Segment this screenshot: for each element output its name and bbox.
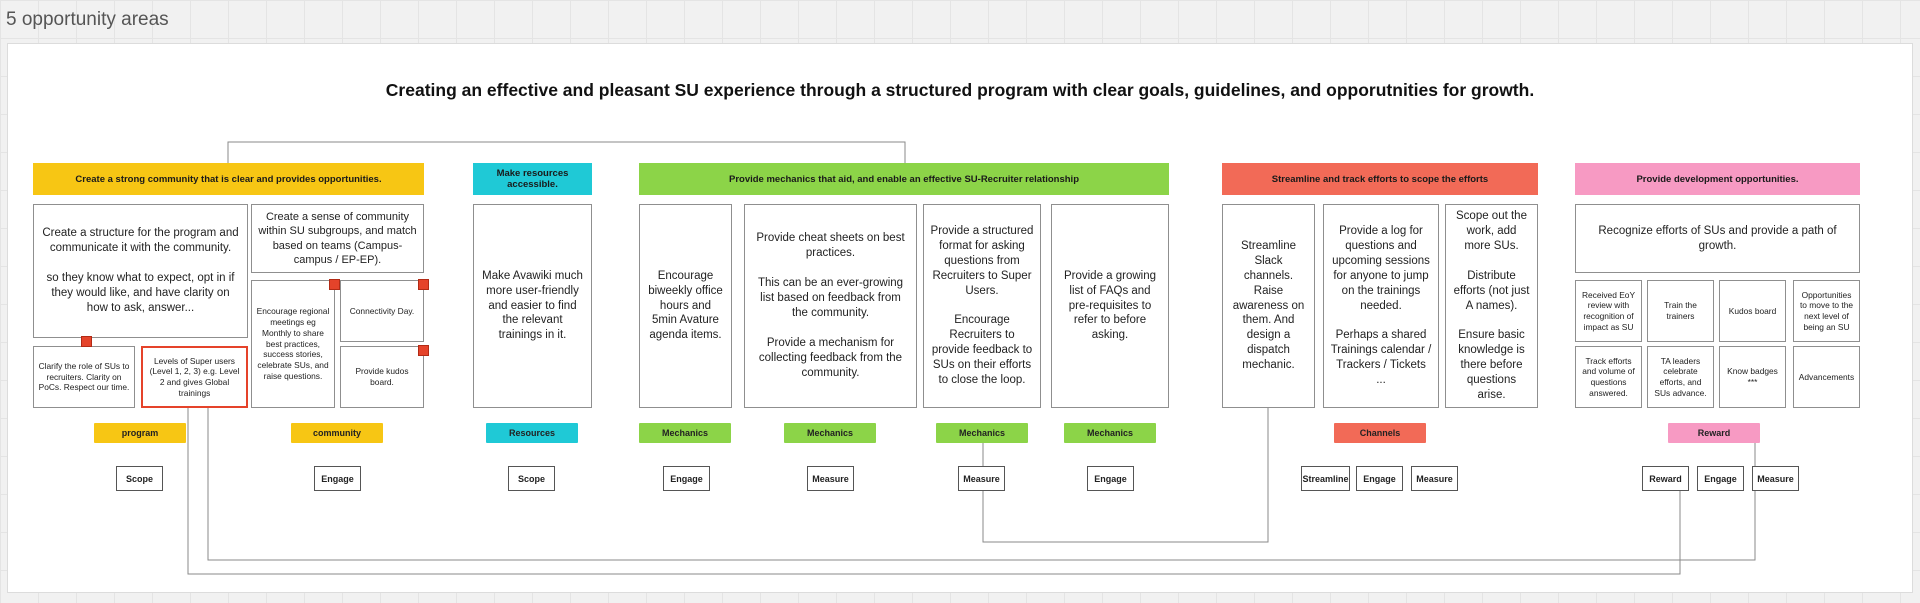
card-faqs[interactable]: Provide a growing list of FAQs and pre-r… bbox=[1051, 204, 1169, 408]
banner-mechanics[interactable]: Provide mechanics that aid, and enable a… bbox=[639, 163, 1169, 195]
connector-inner bbox=[207, 408, 1756, 561]
card-office-hours[interactable]: Encourage biweekly office hours and 5min… bbox=[639, 204, 732, 408]
highlight-marker bbox=[329, 279, 340, 290]
pill-measure[interactable]: Measure bbox=[1411, 466, 1458, 491]
card-recognize[interactable]: Recognize efforts of SUs and provide a p… bbox=[1575, 204, 1860, 273]
highlight-marker bbox=[418, 345, 429, 356]
card-levels[interactable]: Levels of Super users (Level 1, 2, 3) e.… bbox=[141, 346, 248, 408]
card-know-badges[interactable]: Know badges *** bbox=[1719, 346, 1786, 408]
pill-streamline[interactable]: Streamline bbox=[1301, 466, 1350, 491]
tag-mechanics[interactable]: Mechanics bbox=[639, 423, 731, 443]
pill-scope[interactable]: Scope bbox=[116, 466, 163, 491]
tag-reward[interactable]: Reward bbox=[1668, 423, 1760, 443]
connector-outer bbox=[187, 408, 1681, 575]
card-clarify-role[interactable]: Clarify the role of SUs to recruiters. C… bbox=[33, 346, 135, 408]
pill-engage[interactable]: Engage bbox=[1087, 466, 1134, 491]
card-kudos-board[interactable]: Provide kudos board. bbox=[340, 346, 424, 408]
pill-measure[interactable]: Measure bbox=[807, 466, 854, 491]
card-scope-work[interactable]: Scope out the work, add more SUs. Distri… bbox=[1445, 204, 1538, 408]
pill-engage[interactable]: Engage bbox=[1697, 466, 1744, 491]
tag-program[interactable]: program bbox=[94, 423, 186, 443]
card-next-level[interactable]: Opportunities to move to the next level … bbox=[1793, 280, 1860, 342]
highlight-marker bbox=[418, 279, 429, 290]
tag-channels[interactable]: Channels bbox=[1334, 423, 1426, 443]
card-advancements[interactable]: Advancements bbox=[1793, 346, 1860, 408]
tag-community[interactable]: community bbox=[291, 423, 383, 443]
pill-engage[interactable]: Engage bbox=[663, 466, 710, 491]
card-structured-format[interactable]: Provide a structured format for asking q… bbox=[923, 204, 1041, 408]
card-track-efforts[interactable]: Track efforts and volume of questions an… bbox=[1575, 346, 1642, 408]
banner-community[interactable]: Create a strong community that is clear … bbox=[33, 163, 424, 195]
pill-reward[interactable]: Reward bbox=[1642, 466, 1689, 491]
tag-mechanics[interactable]: Mechanics bbox=[784, 423, 876, 443]
tag-mechanics[interactable]: Mechanics bbox=[1064, 423, 1156, 443]
highlight-marker bbox=[81, 336, 92, 347]
card-connectivity-day[interactable]: Connectivity Day. bbox=[340, 280, 424, 342]
pill-measure[interactable]: Measure bbox=[1752, 466, 1799, 491]
pill-measure[interactable]: Measure bbox=[958, 466, 1005, 491]
card-community-sense[interactable]: Create a sense of community within SU su… bbox=[251, 204, 424, 273]
tag-resources[interactable]: Resources bbox=[486, 423, 578, 443]
banner-development[interactable]: Provide development opportunities. bbox=[1575, 163, 1860, 195]
banner-streamline[interactable]: Streamline and track efforts to scope th… bbox=[1222, 163, 1538, 195]
card-slack[interactable]: Streamline Slack channels. Raise awarene… bbox=[1222, 204, 1315, 408]
board-headline: Creating an effective and pleasant SU ex… bbox=[385, 80, 1535, 100]
card-structure[interactable]: Create a structure for the program and c… bbox=[33, 204, 248, 338]
pill-engage[interactable]: Engage bbox=[1356, 466, 1403, 491]
pill-engage[interactable]: Engage bbox=[314, 466, 361, 491]
card-eoy-review[interactable]: Received EoY review with recognition of … bbox=[1575, 280, 1642, 342]
card-avawiki[interactable]: Make Avawiki much more user-friendly and… bbox=[473, 204, 592, 408]
card-cheat-sheets[interactable]: Provide cheat sheets on best practices. … bbox=[744, 204, 917, 408]
connector-top bbox=[227, 141, 906, 163]
banner-resources[interactable]: Make resources accessible. bbox=[473, 163, 592, 195]
card-kudos-board-dev[interactable]: Kudos board bbox=[1719, 280, 1786, 342]
tag-mechanics[interactable]: Mechanics bbox=[936, 423, 1028, 443]
card-regional-meetings[interactable]: Encourage regional meetings eg Monthly t… bbox=[251, 280, 335, 408]
frame-title: 5 opportunity areas bbox=[6, 9, 169, 30]
pill-scope[interactable]: Scope bbox=[508, 466, 555, 491]
card-log[interactable]: Provide a log for questions and upcoming… bbox=[1323, 204, 1439, 408]
card-train-trainers[interactable]: Train the trainers bbox=[1647, 280, 1714, 342]
card-ta-leaders[interactable]: TA leaders celebrate efforts, and SUs ad… bbox=[1647, 346, 1714, 408]
